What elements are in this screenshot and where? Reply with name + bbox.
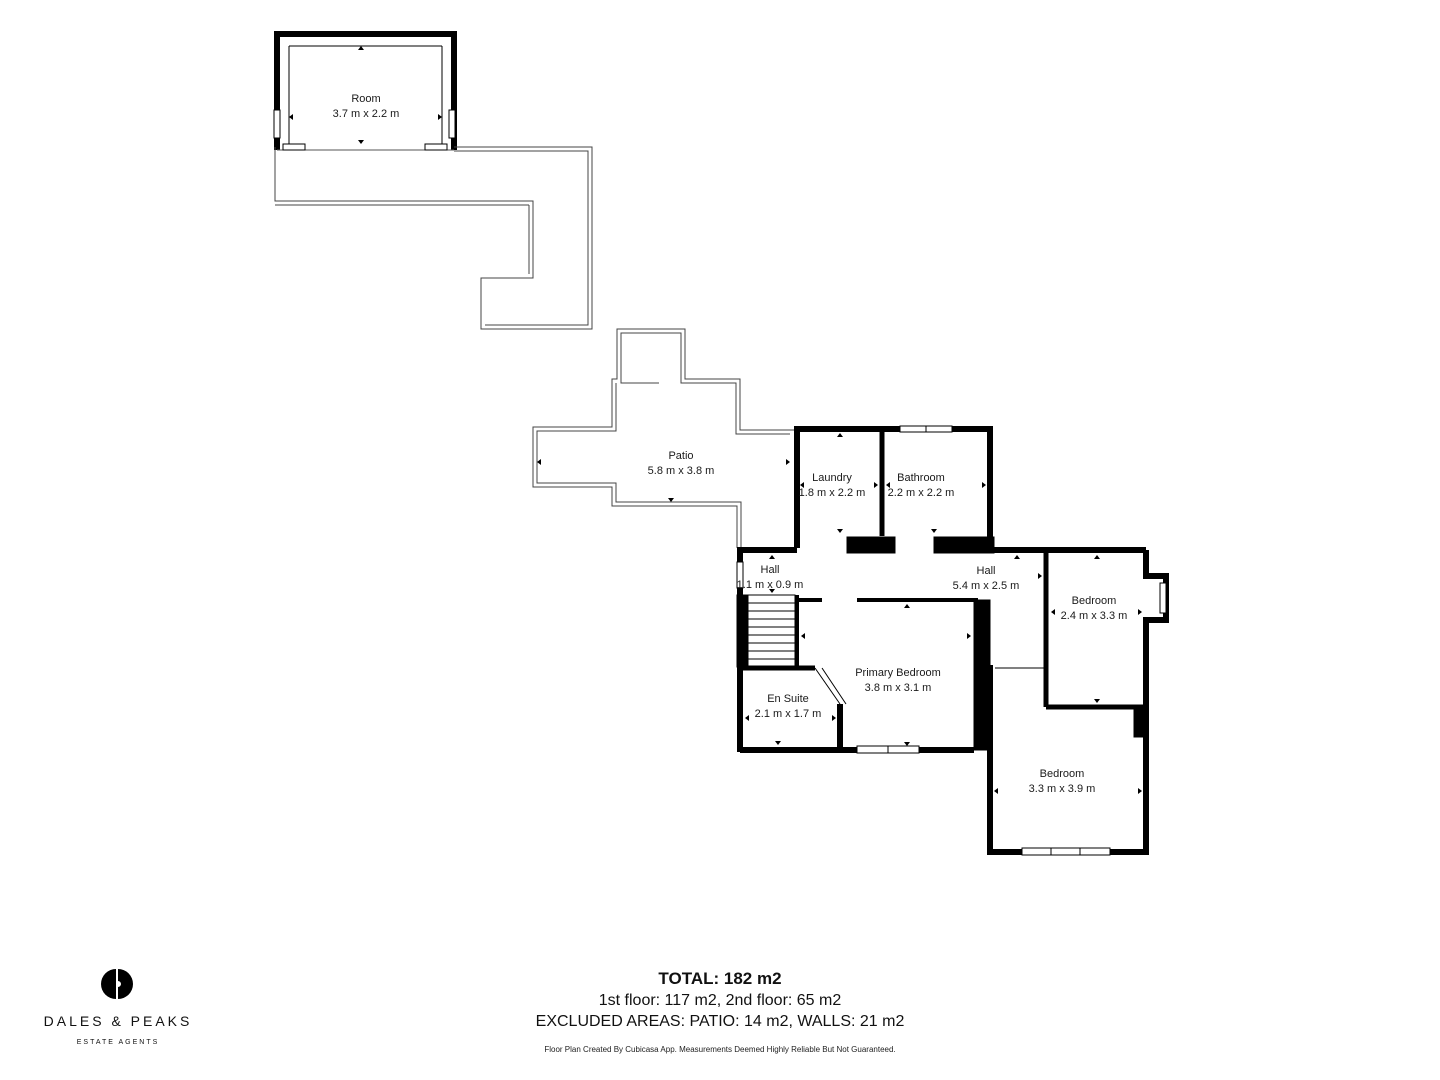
main-walls: [736, 426, 1169, 855]
dp-monogram-icon: [101, 969, 133, 999]
area-totals: TOTAL: 182 m2 1st floor: 117 m2, 2nd flo…: [536, 968, 905, 1032]
disclaimer: Floor Plan Created By Cubicasa App. Meas…: [544, 1045, 896, 1054]
windows: [736, 425, 1167, 856]
total-area: TOTAL: 182 m2: [658, 969, 782, 988]
room-structure: [273, 31, 457, 151]
deck-outline: [274, 146, 593, 330]
excluded-areas: EXCLUDED AREAS: PATIO: 14 m2, WALLS: 21 …: [535, 1013, 905, 1030]
dimension-markers: [289, 46, 1142, 794]
brand-name: DALES & PEAKS: [43, 1013, 193, 1029]
patio-outline: [532, 328, 794, 548]
floor-areas: 1st floor: 117 m2, 2nd floor: 65 m2: [598, 992, 842, 1009]
brand-tagline: ESTATE AGENTS: [76, 1039, 160, 1046]
